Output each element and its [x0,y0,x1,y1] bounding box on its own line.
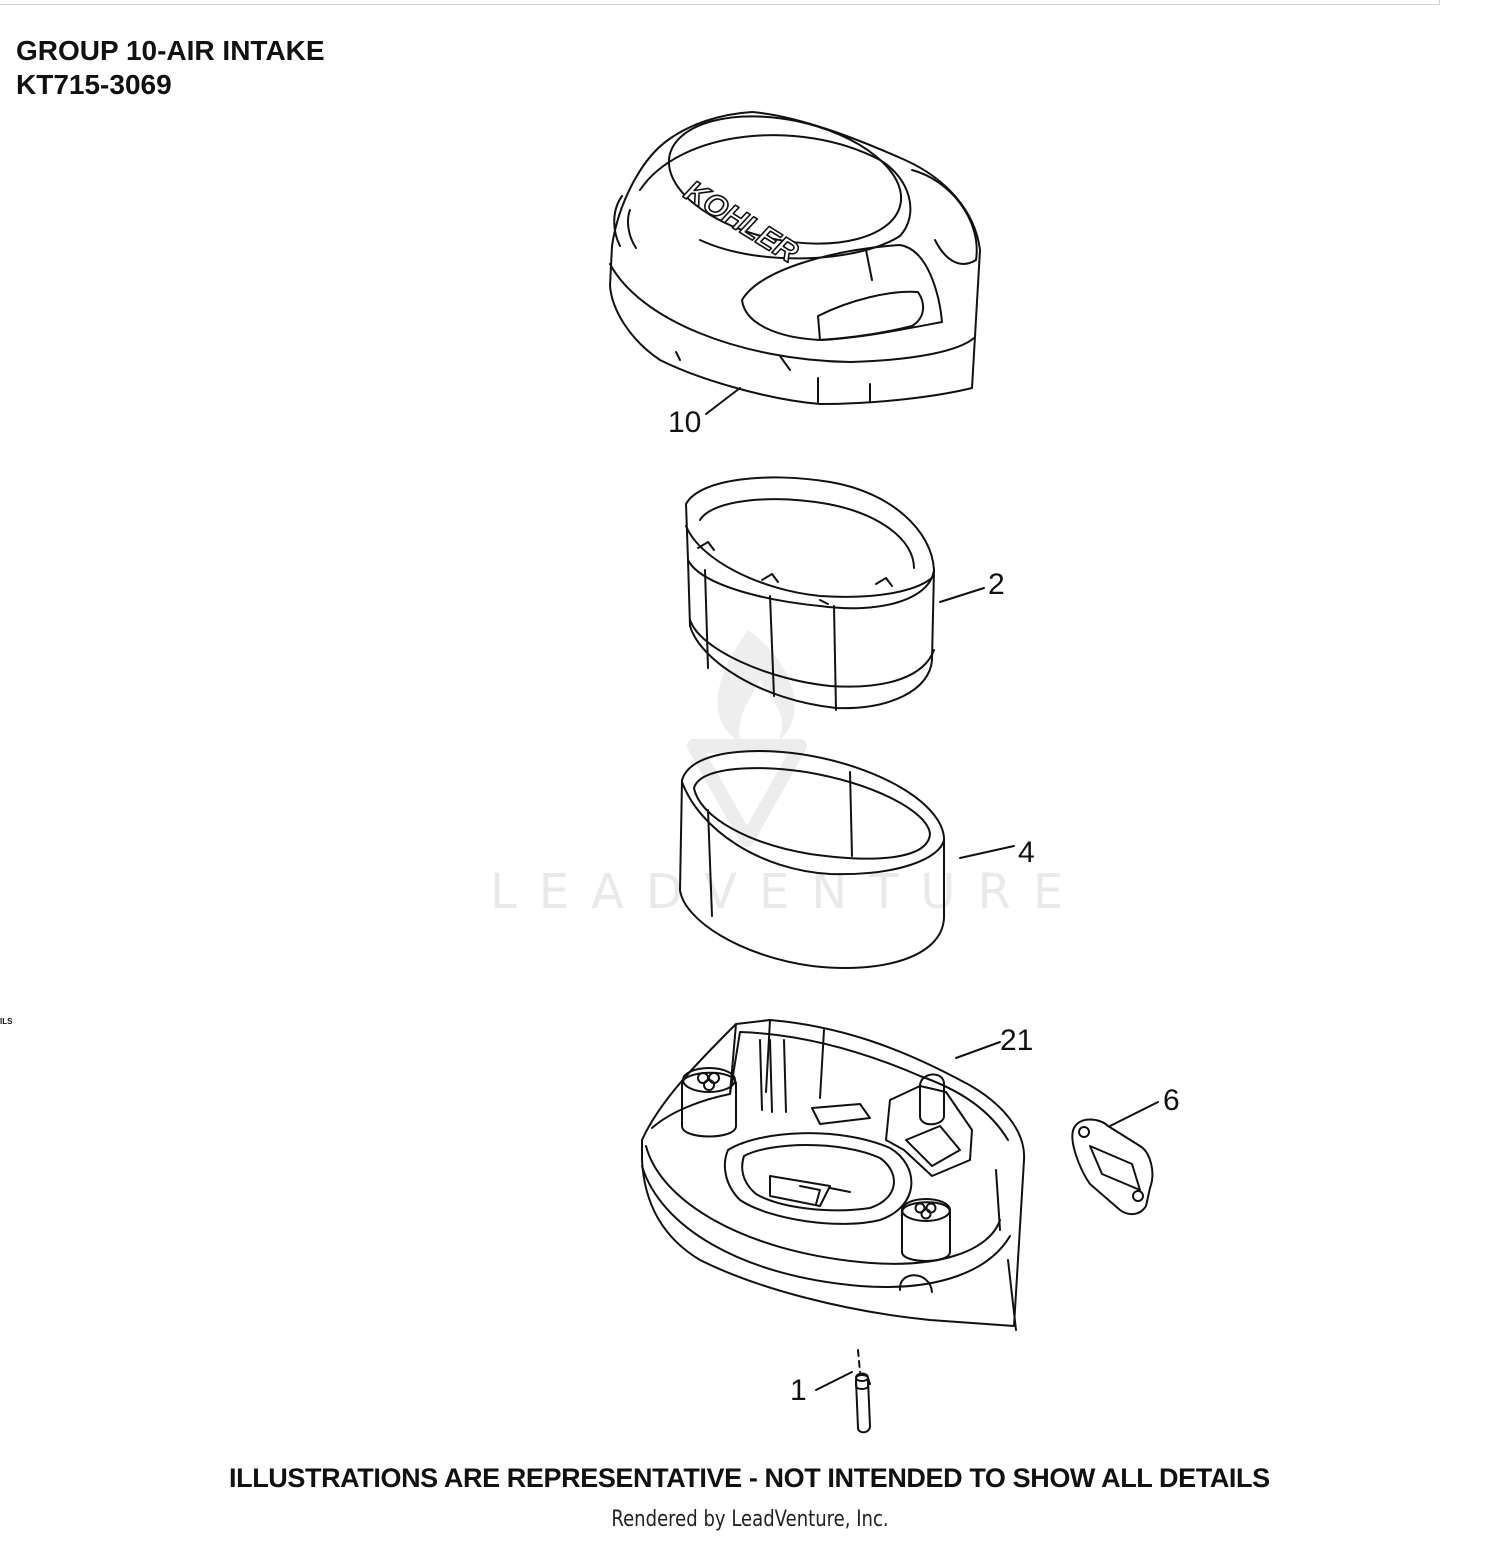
top-border [0,0,1440,5]
flame-watermark-icon [694,630,800,840]
group-title: GROUP 10-AIR INTAKE [16,35,325,66]
callout-1: 1 [790,1374,807,1407]
diagram-title: GROUP 10-AIR INTAKE KT715-3069 [16,34,325,102]
rendered-by-credit: Rendered by LeadVenture, Inc. [611,1507,889,1532]
air-filter-element[interactable] [686,477,934,710]
watermark-text: LEADVENTURE [490,864,1085,920]
precleaner[interactable] [680,751,944,968]
callout-10: 10 [668,406,701,439]
disclaimer-text: ILLUSTRATIONS ARE REPRESENTATIVE - NOT I… [229,1463,1270,1493]
cropped-text-stub: ILS [0,1017,13,1026]
pin[interactable] [856,1350,870,1432]
leader-lines [706,388,1158,1390]
callout-2: 2 [988,568,1005,601]
kohler-logo: KOHLER [679,174,804,269]
leadventure-watermark: LEADVENTURE [490,630,1085,920]
air-cleaner-base[interactable] [642,1020,1024,1330]
air-cleaner-cover[interactable] [610,97,980,404]
top-border-corner [1439,0,1440,5]
callout-4: 4 [1018,836,1035,869]
gasket[interactable] [1072,1120,1152,1215]
callout-6: 6 [1163,1084,1180,1117]
model-number: KT715-3069 [16,69,172,100]
callout-21: 21 [1000,1024,1033,1057]
